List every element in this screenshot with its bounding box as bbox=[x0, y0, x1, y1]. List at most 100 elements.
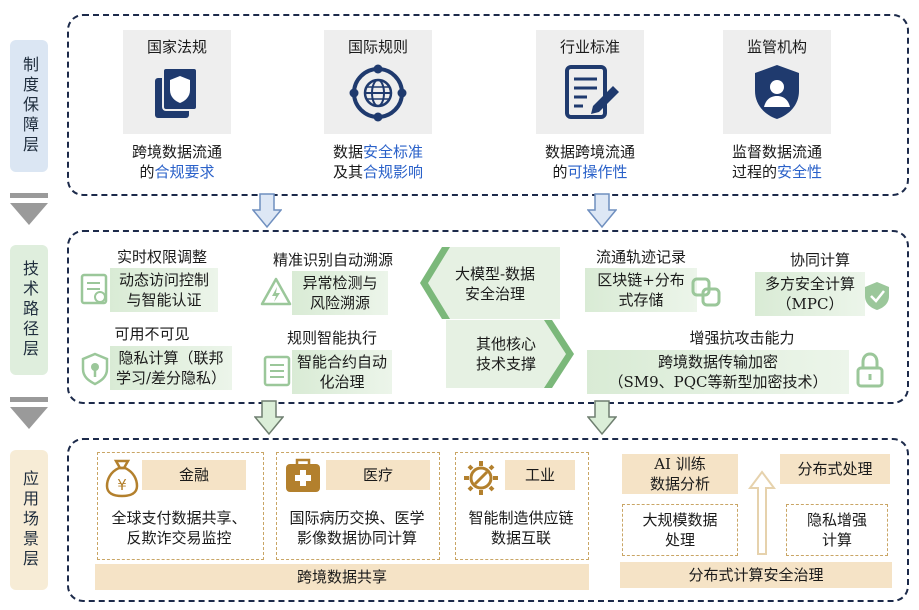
layer-label-system: 制度保障层 bbox=[10, 40, 48, 172]
system-item-title-2: 国际规则 bbox=[347, 38, 408, 56]
shield-check-icon bbox=[865, 282, 889, 310]
system-item-desc-2-line2-highlight: 合规影响 bbox=[363, 163, 424, 181]
system-item-desc-3-line2: 的可操作性 bbox=[526, 162, 654, 182]
layer-label-tech-text: 技术路径层 bbox=[20, 260, 39, 360]
dist-box: 分布式处理 bbox=[780, 454, 890, 484]
dist-box-text: 分布式处理 bbox=[797, 460, 873, 478]
precise-box: 异常检测与 风险溯源 bbox=[292, 271, 388, 315]
attack-title: 增强抗攻击能力 bbox=[689, 329, 795, 347]
system-item-desc-2-line1: 数据安全标准 bbox=[314, 142, 442, 162]
industry-card bbox=[455, 452, 589, 560]
collab-box: 多方安全计算 （MPC） bbox=[755, 272, 865, 316]
collab-body: 多方安全计算 （MPC） bbox=[764, 275, 855, 313]
system-item-desc-1-highlight: 合规要求 bbox=[154, 163, 215, 181]
system-item-desc-4-prefix: 过程的 bbox=[731, 163, 777, 181]
chain-link-icon bbox=[691, 277, 721, 307]
app-layer-box bbox=[67, 438, 909, 602]
trace-title: 流通轨迹记录 bbox=[595, 248, 686, 266]
system-item-desc-2: 数据安全标准 及其合规影响 bbox=[314, 142, 442, 182]
layer-label-system-text: 制度保障层 bbox=[20, 56, 39, 156]
layer-label-app: 应用场景层 bbox=[10, 450, 48, 590]
shield-document-icon bbox=[155, 67, 198, 118]
cross-border-bar: 跨境数据共享 bbox=[95, 564, 589, 590]
privacy-box: 隐私增强 计算 bbox=[786, 504, 888, 556]
ai-box-text: AI 训练 数据分析 bbox=[649, 455, 710, 493]
finance-label-box: 金融 bbox=[142, 460, 246, 490]
precise-title: 精准识别自动溯源 bbox=[272, 251, 393, 269]
finance-desc: 全球支付数据共享、 反欺诈交易监控 bbox=[111, 509, 247, 547]
precise-body: 异常检测与 风险溯源 bbox=[302, 274, 378, 312]
industry-label: 工业 bbox=[524, 466, 555, 484]
gear-wrench-icon bbox=[464, 461, 498, 495]
shield-person-icon bbox=[755, 65, 799, 119]
collab-title: 协同计算 bbox=[789, 251, 850, 269]
system-item-desc-4-line2: 过程的安全性 bbox=[713, 162, 841, 182]
industry-label-box: 工业 bbox=[505, 460, 575, 490]
down-arrow-system-left bbox=[252, 193, 282, 229]
ai-box: AI 训练 数据分析 bbox=[622, 454, 738, 494]
realtime-box: 动态访问控制 与智能认证 bbox=[110, 268, 218, 312]
dist-secure-bar-label: 分布式计算安全治理 bbox=[688, 566, 824, 584]
cross-border-bar-label: 跨境数据共享 bbox=[296, 568, 387, 586]
privacy-box-text: 隐私增强 计算 bbox=[806, 511, 867, 549]
other-chevron-shape bbox=[446, 320, 574, 388]
industry-desc: 智能制造供应链 数据互联 bbox=[468, 509, 574, 547]
finance-label: 金融 bbox=[178, 466, 209, 484]
medical-label-box: 医疗 bbox=[326, 460, 430, 490]
up-arrow-icon bbox=[748, 470, 776, 555]
down-arrow-tech-left bbox=[254, 400, 284, 436]
bigdata-box: 大规模数据 处理 bbox=[622, 504, 738, 556]
rule-box: 智能合约自动 化治理 bbox=[292, 350, 392, 394]
system-item-desc-2-line2: 及其合规影响 bbox=[314, 162, 442, 182]
medical-desc: 国际病历交换、医学 影像数据协同计算 bbox=[289, 509, 425, 547]
contract-icon bbox=[263, 355, 291, 387]
llm-chevron-shape bbox=[420, 247, 560, 319]
system-item-desc-3: 数据跨境流通 的可操作性 bbox=[526, 142, 654, 182]
shield-key-icon bbox=[81, 352, 109, 386]
other-chevron-text: 其他核心 技术支撑 bbox=[475, 335, 536, 373]
system-item-desc-2-line1-highlight: 安全标准 bbox=[363, 143, 424, 161]
system-layer-box bbox=[67, 14, 909, 196]
realtime-body: 动态访问控制 与智能认证 bbox=[118, 271, 209, 309]
access-control-icon bbox=[80, 273, 108, 305]
realtime-title: 实时权限调整 bbox=[116, 248, 207, 266]
money-bag-icon: ¥ bbox=[105, 459, 139, 498]
trace-box: 区块链+分布 式存储 bbox=[585, 268, 697, 312]
system-item-desc-3-highlight: 可操作性 bbox=[567, 163, 628, 181]
system-item-desc-2-line1-prefix: 数据 bbox=[332, 143, 363, 161]
attack-box: 跨境数据传输加密 （SM9、PQC等新型加密技术） bbox=[587, 350, 849, 394]
system-item-title-4: 监管机构 bbox=[746, 38, 807, 56]
system-item-desc-4: 监督数据流通 过程的安全性 bbox=[713, 142, 841, 182]
svg-text:¥: ¥ bbox=[117, 476, 127, 494]
llm-chevron-text: 大模型-数据 安全治理 bbox=[454, 265, 536, 303]
system-item-desc-1-line2: 的合规要求 bbox=[113, 162, 241, 182]
usable-body: 隐私计算（联邦 学习/差分隐私） bbox=[115, 349, 227, 387]
system-item-desc-1-prefix: 的 bbox=[139, 163, 155, 181]
system-item-desc-1: 跨境数据流通 的合规要求 bbox=[113, 142, 241, 182]
medical-label: 医疗 bbox=[362, 466, 393, 484]
rule-title: 规则智能执行 bbox=[286, 329, 377, 347]
layer-label-app-text: 应用场景层 bbox=[20, 470, 39, 570]
system-item-title-1: 国家法规 bbox=[146, 38, 207, 56]
attack-body: 跨境数据传输加密 （SM9、PQC等新型加密技术） bbox=[608, 353, 828, 391]
system-item-desc-1-line1: 跨境数据流通 bbox=[131, 143, 222, 161]
medical-kit-icon bbox=[286, 458, 320, 492]
system-item-desc-2-line2-prefix: 及其 bbox=[332, 163, 363, 181]
left-down-arrow-2 bbox=[10, 397, 48, 429]
usable-box: 隐私计算（联邦 学习/差分隐私） bbox=[110, 346, 232, 390]
system-item-desc-3-prefix: 的 bbox=[552, 163, 568, 181]
bigdata-box-text: 大规模数据 处理 bbox=[642, 511, 718, 549]
trace-body: 区块链+分布 式存储 bbox=[597, 271, 685, 309]
finance-card bbox=[97, 452, 264, 560]
tech-layer-box bbox=[67, 230, 909, 404]
layer-label-tech: 技术路径层 bbox=[10, 245, 48, 375]
medical-card bbox=[276, 452, 440, 560]
globe-network-icon bbox=[349, 64, 407, 122]
system-item-desc-4-line1: 监督数据流通 bbox=[731, 143, 822, 161]
rule-body: 智能合约自动 化治理 bbox=[296, 353, 387, 391]
system-item-title-3: 行业标准 bbox=[559, 38, 620, 56]
document-edit-icon bbox=[565, 65, 619, 119]
warning-bolt-icon bbox=[260, 277, 292, 306]
system-item-desc-3-line1: 数据跨境流通 bbox=[544, 143, 635, 161]
down-arrow-tech-right bbox=[587, 400, 617, 436]
